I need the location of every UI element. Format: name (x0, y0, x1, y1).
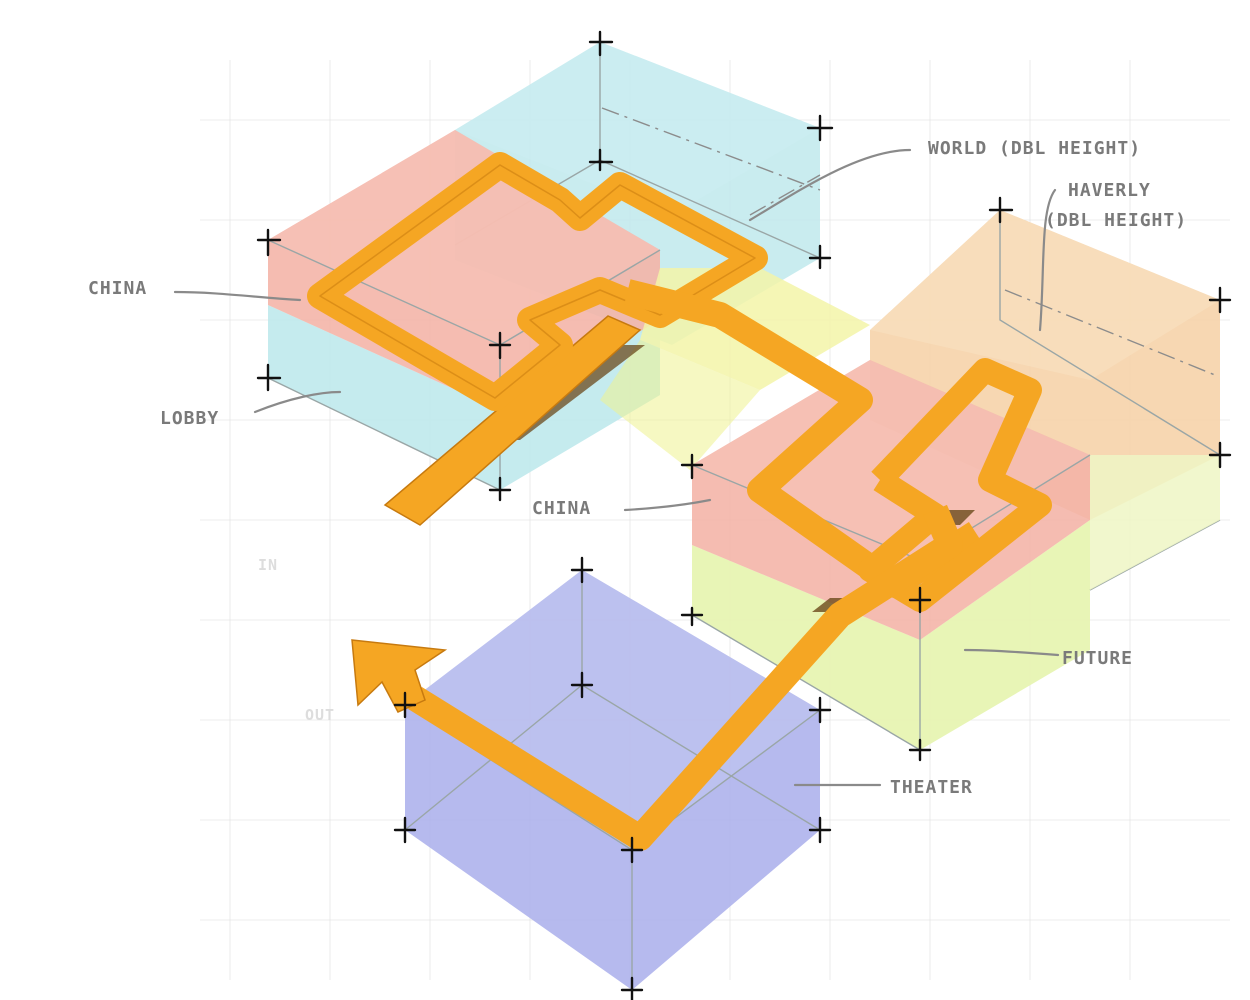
corner-marks (256, 30, 1232, 1000)
label-haverly-line2: (DBL HEIGHT) (1045, 210, 1187, 231)
labels: WORLD (DBL HEIGHT) HAVERLY (DBL HEIGHT) … (88, 138, 1187, 798)
label-haverly-line1: HAVERLY (1068, 180, 1151, 201)
label-in: IN (258, 556, 278, 574)
label-future: FUTURE (1062, 648, 1133, 669)
circulation-path (307, 152, 1052, 851)
future-volume (691, 455, 1221, 752)
label-world: WORLD (DBL HEIGHT) (928, 138, 1141, 159)
label-lobby: LOBBY (160, 408, 219, 429)
label-china-left: CHINA (88, 278, 147, 299)
label-china-center: CHINA (532, 498, 591, 519)
label-theater: THEATER (890, 777, 973, 798)
leader-lines (173, 148, 1060, 787)
label-out: OUT (305, 706, 335, 724)
